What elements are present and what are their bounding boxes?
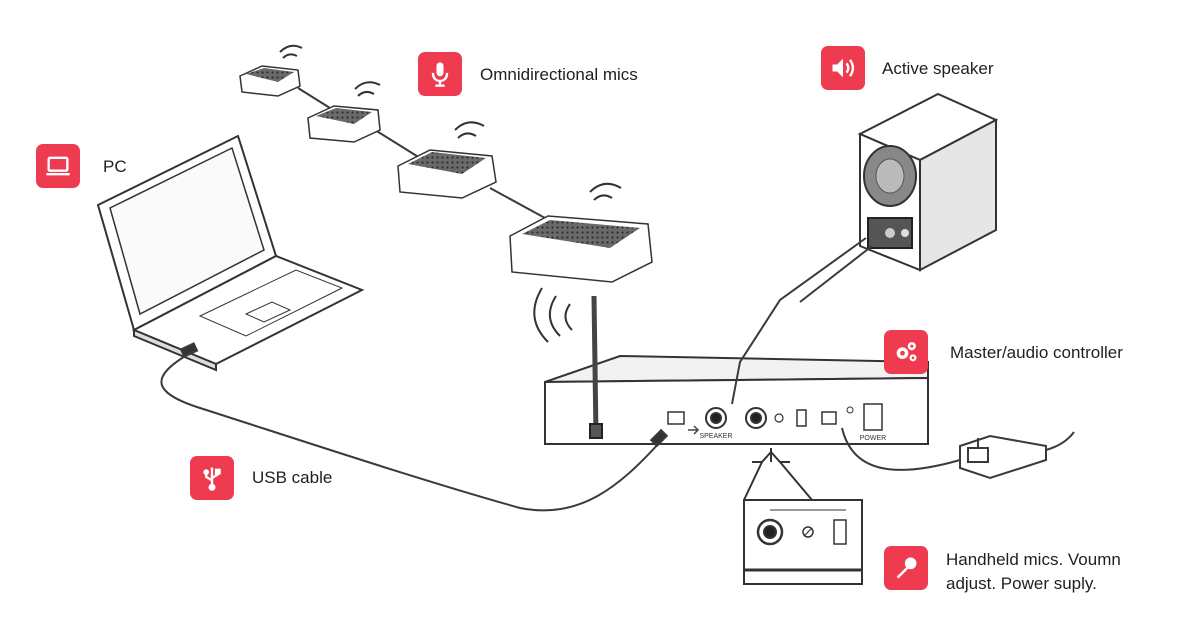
usb-label: USB cable	[252, 468, 333, 487]
pc-badge	[36, 144, 80, 188]
speaker-port-label: SPEAKER	[699, 433, 732, 440]
microphone-icon	[431, 62, 449, 87]
active-speaker	[857, 92, 999, 272]
mic-unit-3	[397, 121, 497, 199]
laptop-icon	[46, 156, 70, 176]
mic-unit-4	[509, 182, 653, 283]
mic-unit-1	[239, 44, 303, 97]
gears-icon	[896, 342, 917, 362]
controller-label: Master/audio controller	[950, 343, 1123, 362]
power-port-label: POWER	[860, 435, 886, 442]
usb-cable-line	[160, 342, 669, 512]
speaker-badge	[821, 46, 865, 90]
mic-unit-2	[307, 81, 381, 143]
pc-label: PC	[103, 157, 127, 176]
audio-controller	[533, 287, 929, 445]
mics-label: Omnidirectional mics	[480, 65, 638, 84]
handheld-label-line2: adjust. Power suply.	[946, 574, 1097, 593]
speaker-volume-icon	[832, 58, 855, 78]
laptop	[96, 134, 365, 372]
speaker-cable-line	[731, 237, 873, 405]
handheld-label-line1: Handheld mics. Voumn	[946, 550, 1121, 569]
usb-badge	[190, 456, 234, 500]
controller-badge	[884, 330, 928, 374]
mics-badge	[418, 52, 462, 96]
panel-zoom-callout	[743, 448, 863, 585]
usb-port-icon	[688, 425, 700, 435]
power-cable-line	[841, 427, 1075, 480]
usb-icon	[203, 467, 221, 491]
handheld-badge	[884, 546, 928, 590]
handheld-mic-icon	[896, 557, 917, 579]
mic-chain-cables	[297, 87, 546, 219]
speaker-label: Active speaker	[882, 59, 994, 78]
